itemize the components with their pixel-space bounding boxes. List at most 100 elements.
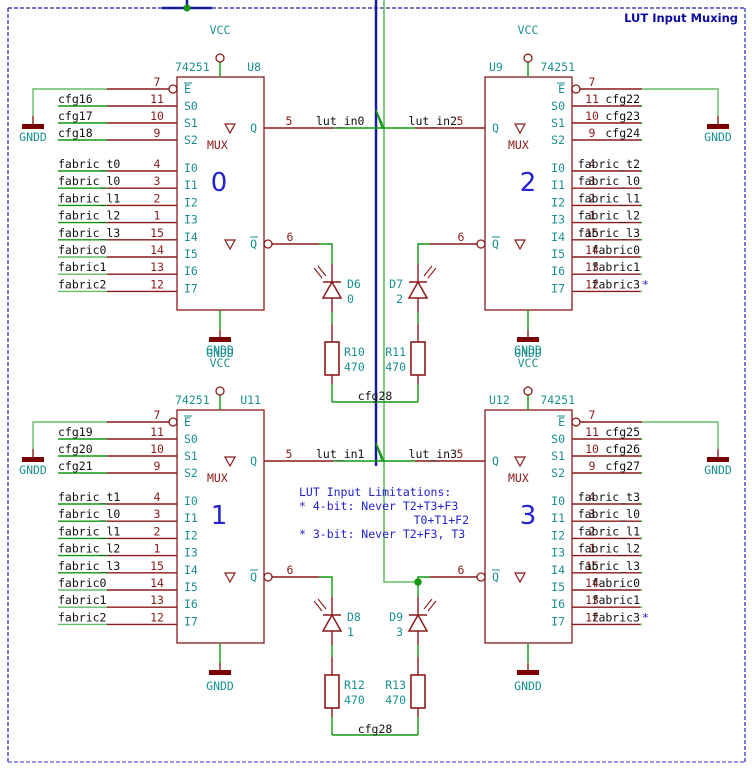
pin-name: I7 bbox=[184, 281, 198, 295]
pin-name: S0 bbox=[551, 99, 565, 113]
pin-number: 2 bbox=[589, 524, 596, 538]
pin-name: E bbox=[184, 82, 191, 96]
wire bbox=[417, 576, 430, 597]
net-label: lut_in3 bbox=[409, 447, 458, 461]
pin-name: I4 bbox=[551, 230, 565, 244]
pin-number: 2 bbox=[154, 191, 161, 205]
resistor-value: 470 bbox=[344, 360, 365, 374]
led-ref: D8 bbox=[347, 610, 361, 624]
pin-number: 14 bbox=[585, 576, 599, 590]
resistor-value: 470 bbox=[385, 360, 406, 374]
pin-name: I3 bbox=[184, 213, 198, 227]
pin-name: I3 bbox=[184, 546, 198, 560]
gnd-label: GNDD bbox=[514, 346, 542, 360]
pin-name: I1 bbox=[551, 511, 565, 525]
gnd-symbol: GNDD bbox=[19, 116, 47, 144]
pin-name: I0 bbox=[551, 494, 565, 508]
resistor-icon bbox=[410, 674, 426, 709]
resistor-value: 470 bbox=[344, 693, 365, 707]
part-value: 74251 bbox=[540, 60, 575, 74]
net-label: cfg27 bbox=[605, 459, 640, 473]
tristate-icon bbox=[513, 456, 527, 468]
tristate-icon bbox=[513, 239, 527, 251]
led-icon bbox=[321, 280, 343, 299]
led-ref: D7 bbox=[389, 277, 403, 291]
wire bbox=[32, 421, 107, 449]
pin-name: E bbox=[184, 415, 191, 429]
net-label: fabric_l3 bbox=[578, 226, 640, 240]
vcc-icon bbox=[215, 386, 225, 396]
net-label: fabric1 bbox=[58, 593, 107, 607]
pin-name: I5 bbox=[551, 247, 565, 261]
led-icon bbox=[321, 613, 343, 632]
resistor-value: 470 bbox=[385, 693, 406, 707]
gnd-bar-icon bbox=[22, 124, 44, 129]
pin-name: S2 bbox=[184, 133, 198, 147]
pin-name: I4 bbox=[184, 563, 198, 577]
ref-designator: U9 bbox=[489, 60, 503, 74]
pin-name: Q bbox=[492, 570, 499, 584]
asterisk-marker: * bbox=[642, 610, 649, 624]
gnd-bar-icon bbox=[517, 670, 539, 675]
wire bbox=[319, 576, 333, 597]
pin-number: 7 bbox=[154, 75, 161, 89]
net-label: fabric_l1 bbox=[58, 524, 120, 538]
gnd-label: GNDD bbox=[19, 130, 47, 144]
tristate-icon bbox=[223, 123, 237, 135]
wire bbox=[375, 442, 415, 462]
led-value: 2 bbox=[396, 292, 403, 306]
wire bbox=[642, 88, 719, 116]
net-label: cfg23 bbox=[605, 109, 640, 123]
tristate-icon bbox=[223, 572, 237, 584]
pin-number: 1 bbox=[589, 542, 596, 556]
resistor-icon bbox=[324, 674, 340, 709]
pin-number: 4 bbox=[589, 490, 596, 504]
pin-number: 15 bbox=[150, 559, 164, 573]
junction-dot bbox=[183, 4, 191, 12]
led-value: 3 bbox=[396, 625, 403, 639]
sheet-entry-bus bbox=[162, 0, 212, 12]
pin-name: S1 bbox=[184, 116, 198, 130]
net-label: fabric1 bbox=[58, 260, 107, 274]
net-label: fabric0 bbox=[592, 243, 641, 257]
pin-name: Q bbox=[492, 454, 499, 468]
wire bbox=[417, 243, 430, 264]
pin-name: S1 bbox=[551, 116, 565, 130]
pin-number: 7 bbox=[154, 408, 161, 422]
pin-name: I7 bbox=[551, 281, 565, 295]
asterisk-marker: * bbox=[642, 277, 649, 291]
pin-number: 9 bbox=[589, 126, 596, 140]
net-label: fabric_l2 bbox=[578, 209, 640, 223]
pin-name: Q bbox=[492, 237, 499, 251]
inversion-bubble-icon bbox=[476, 572, 486, 582]
net-label: cfg16 bbox=[58, 92, 93, 106]
net-label: fabric0 bbox=[58, 243, 107, 257]
gnd-bar-icon bbox=[209, 337, 231, 342]
vcc-icon bbox=[523, 386, 533, 396]
led-value: 0 bbox=[347, 292, 354, 306]
pin-name: I3 bbox=[551, 546, 565, 560]
net-label: fabric0 bbox=[58, 576, 107, 590]
vcc-label: VCC bbox=[518, 356, 539, 370]
pin-name: I2 bbox=[184, 528, 198, 542]
pin-number: 12 bbox=[585, 610, 599, 624]
pin-name: I7 bbox=[184, 614, 198, 628]
pin-name: I7 bbox=[551, 614, 565, 628]
pin-name: Q bbox=[250, 454, 257, 468]
pin-name: E bbox=[558, 82, 565, 96]
pin-name: S0 bbox=[551, 432, 565, 446]
net-label: fabric_t1 bbox=[58, 490, 120, 504]
pin-name: I2 bbox=[551, 195, 565, 209]
pin-name: I6 bbox=[184, 264, 198, 278]
pin-number: 9 bbox=[154, 126, 161, 140]
net-label: cfg28 bbox=[358, 389, 393, 403]
led-arrow-icon bbox=[427, 267, 437, 279]
resistor-icon bbox=[410, 341, 426, 376]
pin-number: 5 bbox=[286, 447, 293, 461]
inversion-bubble-icon bbox=[263, 239, 273, 249]
net-label: fabric_l3 bbox=[58, 226, 120, 240]
pin-name: I5 bbox=[184, 580, 198, 594]
